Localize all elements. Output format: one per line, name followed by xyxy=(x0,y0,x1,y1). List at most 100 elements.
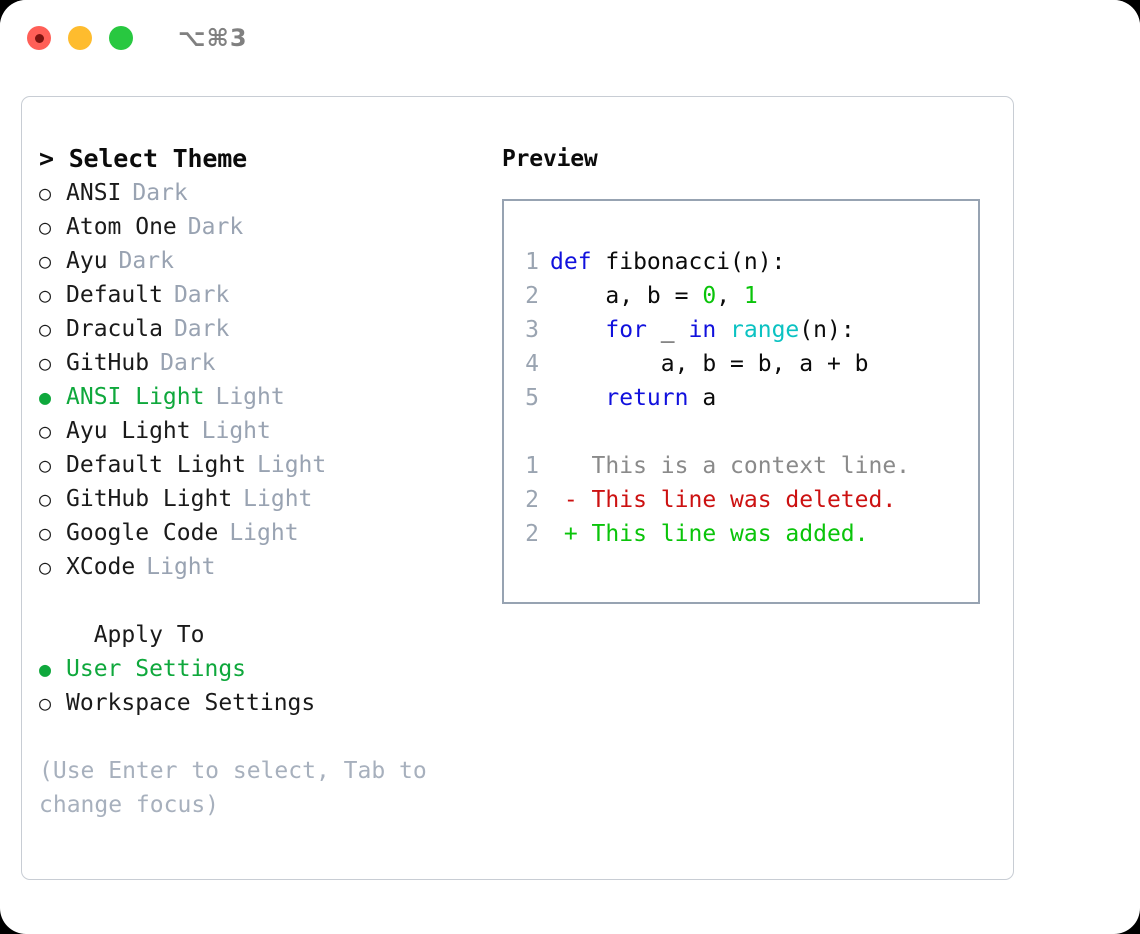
code-token-plain: , xyxy=(716,283,744,309)
code-token-plain: (n): xyxy=(799,317,855,343)
radio-unselected-icon: ○ xyxy=(39,521,52,545)
theme-option-label: Ayu Light xyxy=(66,418,191,444)
radio-unselected-icon: ○ xyxy=(39,317,52,341)
radio-unselected-icon: ○ xyxy=(39,215,52,239)
theme-option-label: Default xyxy=(66,282,163,308)
radio-unselected-icon: ○ xyxy=(39,419,52,443)
apply-to-header: Apply To xyxy=(66,622,205,648)
line-number: 2 xyxy=(525,283,539,309)
apply-to-option-list[interactable]: ● User Settings ○ Workspace Settings xyxy=(39,652,485,720)
theme-variant-badge: Dark xyxy=(173,316,230,342)
theme-option-label: Ayu xyxy=(66,248,108,274)
close-window-button[interactable] xyxy=(27,26,51,50)
code-blank-line xyxy=(504,415,978,449)
theme-option-ansi[interactable]: ○ ANSI Dark xyxy=(39,176,485,210)
apply-to-option-label: User Settings xyxy=(66,656,247,682)
theme-option-ayu[interactable]: ○ Ayu Dark xyxy=(39,244,485,278)
radio-unselected-icon: ○ xyxy=(39,453,52,477)
apply-to-option-workspace-settings[interactable]: ○ Workspace Settings xyxy=(39,686,485,720)
title-bar: ⌥⌘3 xyxy=(0,0,1140,76)
code-token-plain: _ xyxy=(646,317,689,343)
theme-option-default[interactable]: ○ Default Dark xyxy=(39,278,485,312)
theme-variant-badge: Dark xyxy=(173,282,230,308)
theme-variant-badge: Light xyxy=(146,554,216,580)
line-number: 5 xyxy=(525,385,539,411)
line-number: 3 xyxy=(525,317,539,343)
line-number: 1 xyxy=(525,249,539,275)
code-token-kw: def xyxy=(550,249,606,275)
radio-unselected-icon: ○ xyxy=(39,283,52,307)
code-line: 2 a, b = 0, 1 xyxy=(504,279,978,313)
code-line: 3 for _ in range(n): xyxy=(504,313,978,347)
code-token-plain xyxy=(550,381,605,415)
code-line: 1 This is a context line. xyxy=(504,449,978,483)
code-token-plain xyxy=(550,313,605,347)
radio-unselected-icon: ○ xyxy=(39,691,52,715)
code-token-plain xyxy=(716,313,730,347)
code-token-plain: a, b = xyxy=(550,283,703,309)
code-line: 2 - This line was deleted. xyxy=(504,483,978,517)
code-token-num: 1 xyxy=(743,283,758,309)
theme-option-label: ANSI xyxy=(66,180,122,206)
maximize-window-button[interactable] xyxy=(109,26,133,50)
list-spacer xyxy=(39,584,485,618)
theme-option-label: ANSI Light xyxy=(66,384,205,410)
theme-option-label: GitHub xyxy=(66,350,150,376)
radio-unselected-icon: ○ xyxy=(39,351,52,375)
code-token-plain: a xyxy=(688,385,717,411)
radio-selected-icon: ● xyxy=(39,657,52,681)
code-line: 4 a, b = b, a + b xyxy=(504,347,978,381)
theme-option-default-light[interactable]: ○ Default Light Light xyxy=(39,448,485,482)
theme-option-ayu-light[interactable]: ○ Ayu Light Light xyxy=(39,414,485,448)
keyboard-hint-text: (Use Enter to select, Tab to change focu… xyxy=(39,758,427,818)
theme-option-label: Google Code xyxy=(66,520,219,546)
theme-option-label: Default Light xyxy=(66,452,247,478)
code-token-add: + This line was added. xyxy=(550,521,869,547)
theme-option-xcode[interactable]: ○ XCode Light xyxy=(39,550,485,584)
keyboard-shortcut-label: ⌥⌘3 xyxy=(178,24,248,52)
code-token-plain: a, b = b, a + b xyxy=(550,351,869,377)
radio-unselected-icon: ○ xyxy=(39,249,52,273)
theme-option-label: XCode xyxy=(66,554,136,580)
line-number: 1 xyxy=(525,453,539,479)
theme-option-label: Atom One xyxy=(66,214,177,240)
apply-to-option-user-settings[interactable]: ● User Settings xyxy=(39,652,485,686)
theme-variant-badge: Light xyxy=(215,384,285,410)
theme-variant-badge: Light xyxy=(257,452,327,478)
preview-header: Preview xyxy=(502,146,598,172)
theme-variant-badge: Dark xyxy=(132,180,188,206)
code-token-num: 0 xyxy=(702,283,717,309)
radio-unselected-icon: ○ xyxy=(39,181,52,205)
radio-unselected-icon: ○ xyxy=(39,487,52,511)
code-token-ctx: This is a context line. xyxy=(550,453,911,479)
line-number xyxy=(504,415,550,449)
radio-unselected-icon: ○ xyxy=(39,555,52,579)
apply-to-option-label: Workspace Settings xyxy=(66,690,316,716)
theme-variant-badge: Dark xyxy=(118,248,174,274)
minimize-window-button[interactable] xyxy=(68,26,92,50)
code-line: 2 + This line was added. xyxy=(504,517,978,551)
window-controls xyxy=(27,26,133,50)
theme-variant-badge: Dark xyxy=(187,214,244,240)
code-token-del: - This line was deleted. xyxy=(550,487,897,513)
line-number: 2 xyxy=(525,487,539,513)
select-theme-header: > Select Theme xyxy=(39,144,247,173)
theme-variant-badge: Light xyxy=(201,418,271,444)
code-token-fn: range xyxy=(730,317,800,343)
code-token-kw: for xyxy=(605,317,647,343)
line-number: 4 xyxy=(525,351,539,377)
code-line: 5 return a xyxy=(504,381,978,415)
theme-option-atom-one[interactable]: ○ Atom One Dark xyxy=(39,210,485,244)
